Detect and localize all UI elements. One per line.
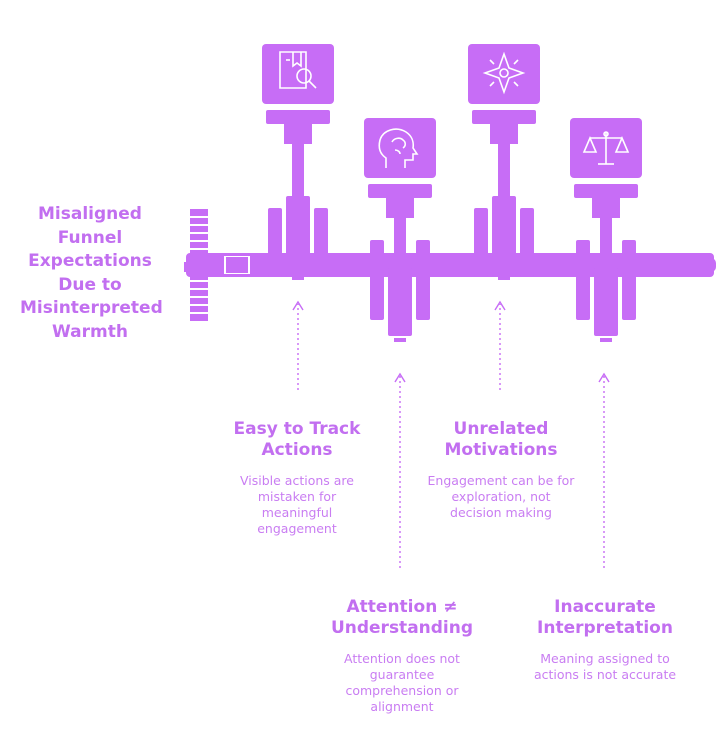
scales-icon: [582, 131, 630, 165]
piston-4: [570, 118, 642, 342]
piston-1: [262, 44, 334, 280]
piston-2: [364, 118, 436, 342]
item-1-description: Visible actions are mistaken for meaning…: [240, 473, 354, 536]
item-2-label: Attention ≠ Understanding Attention does…: [318, 597, 486, 715]
piston-3: [468, 44, 540, 280]
diagram-title: Misaligned Funnel Expectations Due to Mi…: [20, 204, 163, 342]
flywheel-gear: [184, 209, 208, 321]
item-4-title: Inaccurate Interpretation: [537, 597, 673, 638]
head-brain-icon: [378, 128, 419, 168]
item-4-label: Inaccurate Interpretation Meaning assign…: [520, 597, 690, 683]
connector-3: [494, 300, 506, 390]
item-1-label: Easy to Track Actions Visible actions ar…: [212, 419, 382, 537]
item-2-description: Attention does not guarantee comprehensi…: [344, 651, 460, 714]
item-2-title: Attention ≠ Understanding: [330, 597, 474, 638]
item-3-label: Unrelated Motivations Engagement can be …: [416, 419, 586, 521]
item-1-title: Easy to Track Actions: [233, 419, 361, 460]
item-4-description: Meaning assigned to actions is not accur…: [533, 651, 677, 682]
item-3-description: Engagement can be for exploration, not d…: [427, 473, 575, 520]
compass-icon: [482, 51, 526, 95]
item-3-title: Unrelated Motivations: [444, 419, 558, 460]
connector-4: [598, 372, 610, 568]
connector-1: [292, 300, 304, 390]
connector-2: [394, 372, 406, 568]
book-search-icon: [279, 51, 317, 89]
shaft-end-cap: [706, 258, 716, 272]
